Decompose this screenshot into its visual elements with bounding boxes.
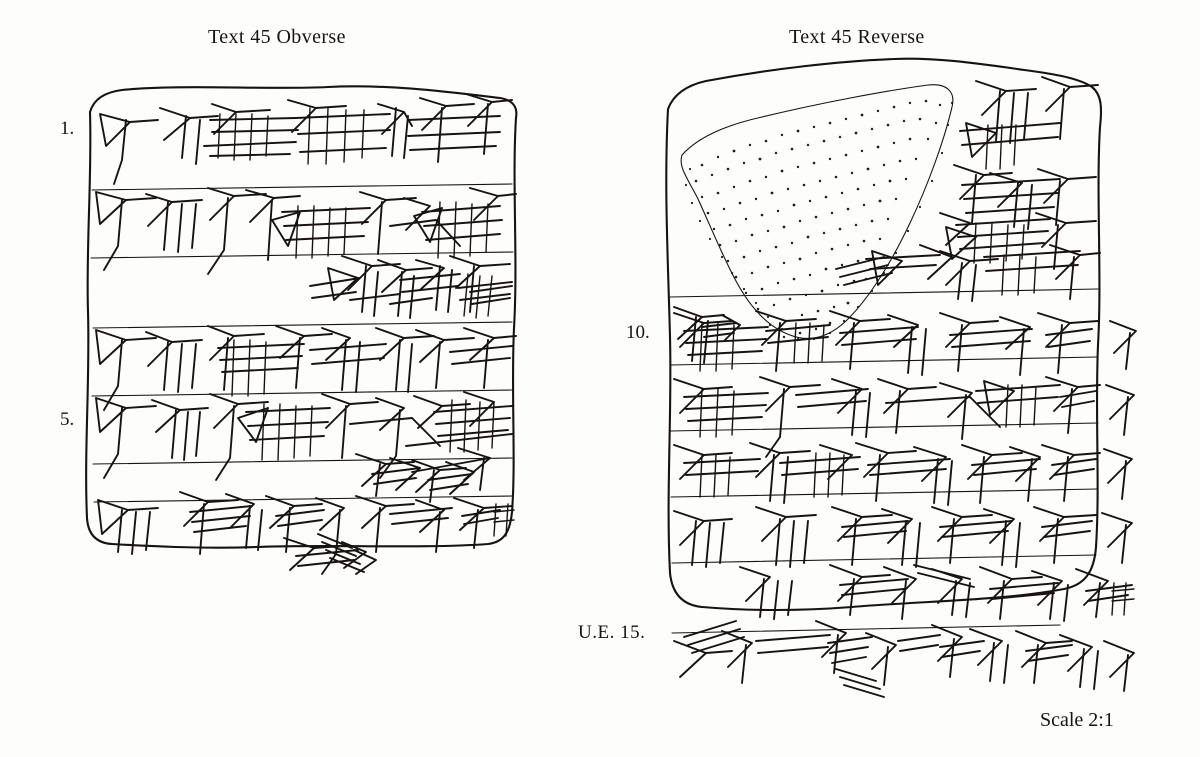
ruling-lines-reverse [669,288,1099,564]
sign-group-obverse-line-5 [95,391,513,481]
scale-note: Scale 2:1 [1040,709,1114,731]
sign-group-obverse-line-2 [95,187,517,275]
sign-group-reverse-line-12 [673,442,1133,506]
tablet-outline-reverse [665,57,1103,612]
sign-group-reverse-right-top [835,76,1101,302]
sign-group-obverse-bottom [283,533,377,575]
line-number-10: 10. [626,322,650,343]
sign-group-obverse-line-last [97,491,515,575]
sign-group-reverse-line-13 [673,506,1133,568]
tablet-drawing-obverse [85,85,518,575]
ruling-lines-obverse [90,183,514,503]
caption-reverse: Text 45 Reverse [789,26,925,48]
sign-group-reverse-line-10 [673,310,1137,376]
tablet-outline-obverse [85,85,518,549]
sign-group-reverse-line-14 [739,564,1135,622]
break-stipple-fill [684,99,954,341]
caption-obverse: Text 45 Obverse [208,26,346,48]
sign-group-upper-edge [671,620,1135,698]
break-outline [680,84,954,339]
line-number-5: 5. [60,409,75,430]
tablet-drawing-reverse [665,57,1137,698]
sign-group-obverse-interline [355,433,513,503]
line-number-upper-edge: U.E. 15. [578,622,646,643]
sign-group-obverse-line-3 [309,255,513,319]
sign-group-obverse-line-4 [95,325,517,411]
sign-group-reverse-line-11 [673,376,1135,458]
sign-group-obverse-line-1 [99,93,513,185]
line-number-1: 1. [60,118,75,139]
